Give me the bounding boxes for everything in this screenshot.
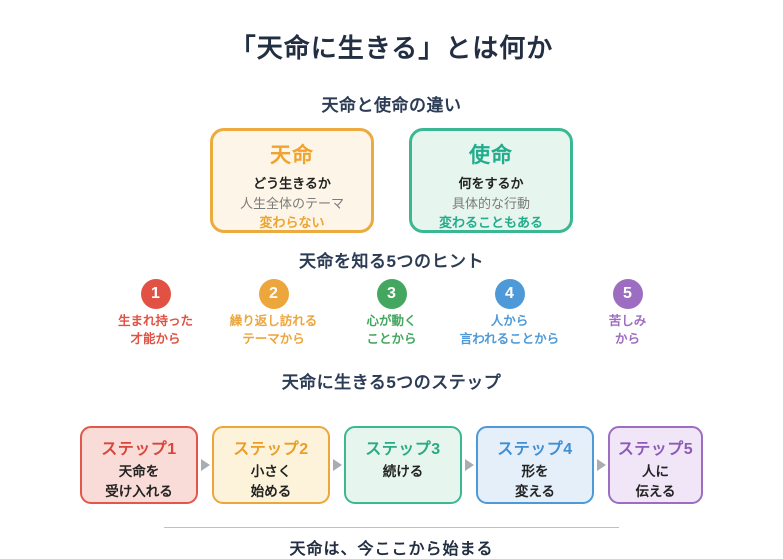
hint-3-label-line2: ことから — [366, 331, 417, 346]
steps-heading: 天命に生きる5つのステップ — [281, 373, 502, 392]
steps-section: 天命に生きる5つのステップ ステップ1 天命を 受け入れる ステップ2 小さく … — [0, 368, 783, 504]
step-1-body-line1: 天命を — [118, 464, 160, 479]
hint-5-label-line1: 苦しみ — [608, 314, 647, 328]
hint-1-number-badge: 1 — [140, 279, 171, 309]
step-2-body: 小さく 始める — [214, 462, 328, 501]
hints-section: 天命を知る5つのヒント 1 生まれ持った 才能から 2 繰り返し訪れる テーマか… — [0, 247, 783, 348]
arrow-right-icon — [464, 459, 474, 471]
step-box-1: ステップ1 天命を 受け入れる — [80, 426, 198, 504]
hint-5-label: 苦しみ から — [569, 313, 687, 348]
footer-divider — [164, 527, 619, 528]
hints-row: 1 生まれ持った 才能から 2 繰り返し訪れる テーマから 3 心が動く ことか… — [0, 279, 783, 348]
comparison-heading: 天命と使命の違い — [321, 96, 462, 115]
step-5-body-line1: 人に — [642, 464, 669, 479]
footer: 天命は、今ここから始まる — [0, 527, 783, 559]
hints-heading: 天命を知る5つのヒント — [299, 252, 484, 271]
step-3-body: 続ける — [346, 462, 460, 482]
hint-item-4: 4 人から 言われることから — [451, 279, 569, 348]
step-1-body-line2: 受け入れる — [105, 483, 173, 499]
hint-4-number-badge: 4 — [494, 279, 525, 309]
shimei-card-line2: 具体的な行動 — [451, 195, 530, 211]
step-5-body: 人に 伝える — [610, 462, 701, 501]
step-2-title: ステップ2 — [233, 441, 309, 458]
step-1-body: 天命を 受け入れる — [82, 462, 196, 501]
comparison-cards-row: 天命 どう生きるか 人生全体のテーマ 変わらない 使命 何をするか 具体的な行動… — [0, 128, 783, 233]
step-3-body-line1: 続ける — [382, 464, 424, 479]
hint-item-1: 1 生まれ持った 才能から — [97, 279, 215, 348]
infographic-page: 「天命に生きる」とは何か 天命と使命の違い 天命 どう生きるか 人生全体のテーマ… — [0, 33, 783, 558]
hint-5-number-badge: 5 — [612, 279, 643, 309]
step-3-title: ステップ3 — [365, 441, 441, 458]
hint-3-label-line1: 心が動く — [366, 314, 417, 328]
hint-4-label: 人から 言われることから — [451, 313, 569, 348]
hint-2-label-line2: テーマから — [242, 331, 305, 346]
hint-2-label: 繰り返し訪れる テーマから — [215, 313, 333, 348]
hint-item-3: 3 心が動く ことから — [333, 279, 451, 348]
footer-message: 天命は、今ここから始まる — [289, 541, 494, 558]
hint-3-label: 心が動く ことから — [333, 313, 451, 348]
step-4-body-line1: 形を — [521, 464, 549, 479]
arrow-right-icon — [332, 459, 342, 471]
tenmei-card: 天命 どう生きるか 人生全体のテーマ 変わらない — [210, 128, 374, 233]
step-2-body-line2: 始める — [250, 483, 292, 499]
arrow-right-icon — [200, 459, 210, 471]
tenmei-card-line1: どう生きるか — [253, 176, 331, 191]
step-box-2: ステップ2 小さく 始める — [212, 426, 330, 504]
step-box-5: ステップ5 人に 伝える — [608, 426, 703, 504]
step-box-4: ステップ4 形を 変える — [476, 426, 594, 504]
hint-1-label: 生まれ持った 才能から — [97, 313, 215, 348]
step-4-body: 形を 変える — [478, 462, 592, 501]
page-title: 「天命に生きる」とは何か — [229, 33, 554, 63]
hint-2-label-line1: 繰り返し訪れる — [229, 314, 318, 328]
hint-item-2: 2 繰り返し訪れる テーマから — [215, 279, 333, 348]
step-5-body-line2: 伝える — [635, 483, 676, 499]
hint-4-label-line2: 言われることから — [459, 331, 560, 346]
tenmei-card-title: 天命 — [270, 144, 314, 167]
hint-3-number-badge: 3 — [376, 279, 407, 309]
hint-1-label-line2: 才能から — [130, 331, 181, 346]
hint-5-label-line2: から — [614, 331, 640, 346]
hint-2-number-badge: 2 — [258, 279, 289, 309]
steps-row: ステップ1 天命を 受け入れる ステップ2 小さく 始める ステップ3 続ける — [0, 426, 783, 504]
step-4-body-line2: 変える — [514, 483, 556, 499]
hint-item-5: 5 苦しみ から — [569, 279, 687, 348]
tenmei-card-line2: 人生全体のテーマ — [239, 195, 344, 211]
comparison-section: 天命と使命の違い 天命 どう生きるか 人生全体のテーマ 変わらない 使命 何をす… — [0, 91, 783, 233]
step-2-body-line1: 小さく — [250, 464, 292, 479]
step-4-title: ステップ4 — [497, 441, 573, 458]
shimei-card: 使命 何をするか 具体的な行動 変わることもある — [409, 128, 573, 233]
step-box-3: ステップ3 続ける — [344, 426, 462, 504]
tenmei-card-line3: 変わらない — [259, 215, 325, 230]
shimei-card-line3: 変わることもある — [438, 215, 543, 230]
step-5-title: ステップ5 — [617, 441, 694, 458]
shimei-card-line1: 何をするか — [458, 176, 524, 191]
step-1-title: ステップ1 — [101, 441, 177, 458]
hint-4-label-line1: 人から — [490, 314, 529, 328]
hint-1-label-line1: 生まれ持った — [117, 314, 193, 328]
shimei-card-title: 使命 — [469, 144, 513, 167]
arrow-right-icon — [596, 459, 606, 471]
